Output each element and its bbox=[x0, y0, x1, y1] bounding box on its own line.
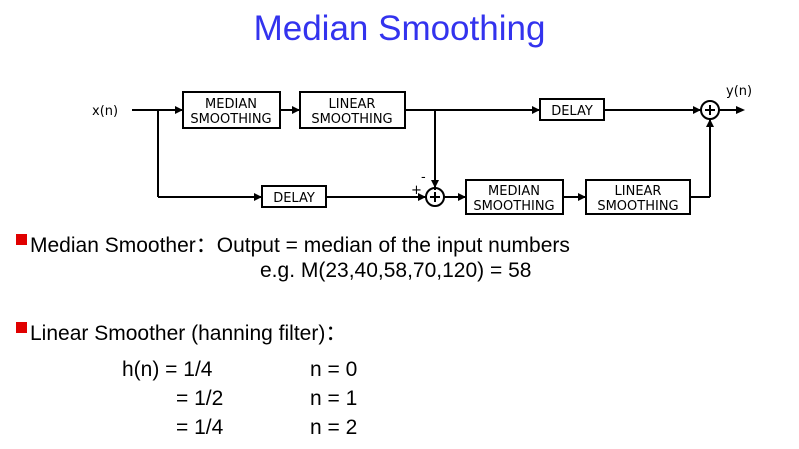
linear-block-1-line2: SMOOTHING bbox=[311, 112, 392, 127]
median-block-2-line1: MEDIAN bbox=[488, 184, 540, 199]
hanning-h2: = 1/4 bbox=[176, 416, 224, 439]
minus-sign: - bbox=[421, 170, 426, 185]
delay-block-top: DELAY bbox=[551, 104, 593, 119]
hanning-h1: = 1/2 bbox=[176, 387, 224, 410]
delay-block-bottom: DELAY bbox=[273, 191, 315, 206]
median-smoother-text: Median Smoother：Output = median of the i… bbox=[30, 234, 570, 257]
output-label: y(n) bbox=[726, 84, 752, 99]
median-block-2-line2: SMOOTHING bbox=[473, 199, 554, 214]
input-label: x(n) bbox=[92, 104, 118, 119]
linear-block-2-line2: SMOOTHING bbox=[597, 199, 678, 214]
plus-sign: + bbox=[411, 183, 422, 198]
block-diagram: x(n) y(n) + - MEDIAN SMOOTHING LINEAR SM… bbox=[92, 84, 752, 215]
bullet-square-icon bbox=[16, 322, 27, 333]
median-block-1-line1: MEDIAN bbox=[205, 97, 257, 112]
linear-block-2-line1: LINEAR bbox=[615, 184, 662, 199]
hanning-n1: n = 1 bbox=[310, 387, 358, 410]
hanning-n2: n = 2 bbox=[310, 416, 358, 439]
median-example-text: e.g. M(23,40,58,70,120) = 58 bbox=[260, 259, 532, 282]
linear-smoother-text: Linear Smoother (hanning filter)： bbox=[30, 322, 347, 345]
hanning-h0: h(n) = 1/4 bbox=[122, 358, 213, 381]
bullet-square-icon bbox=[16, 234, 27, 245]
hanning-n0: n = 0 bbox=[310, 358, 358, 381]
median-block-1-line2: SMOOTHING bbox=[190, 112, 271, 127]
linear-block-1-line1: LINEAR bbox=[329, 97, 376, 112]
slide-title: Median Smoothing bbox=[253, 9, 546, 48]
